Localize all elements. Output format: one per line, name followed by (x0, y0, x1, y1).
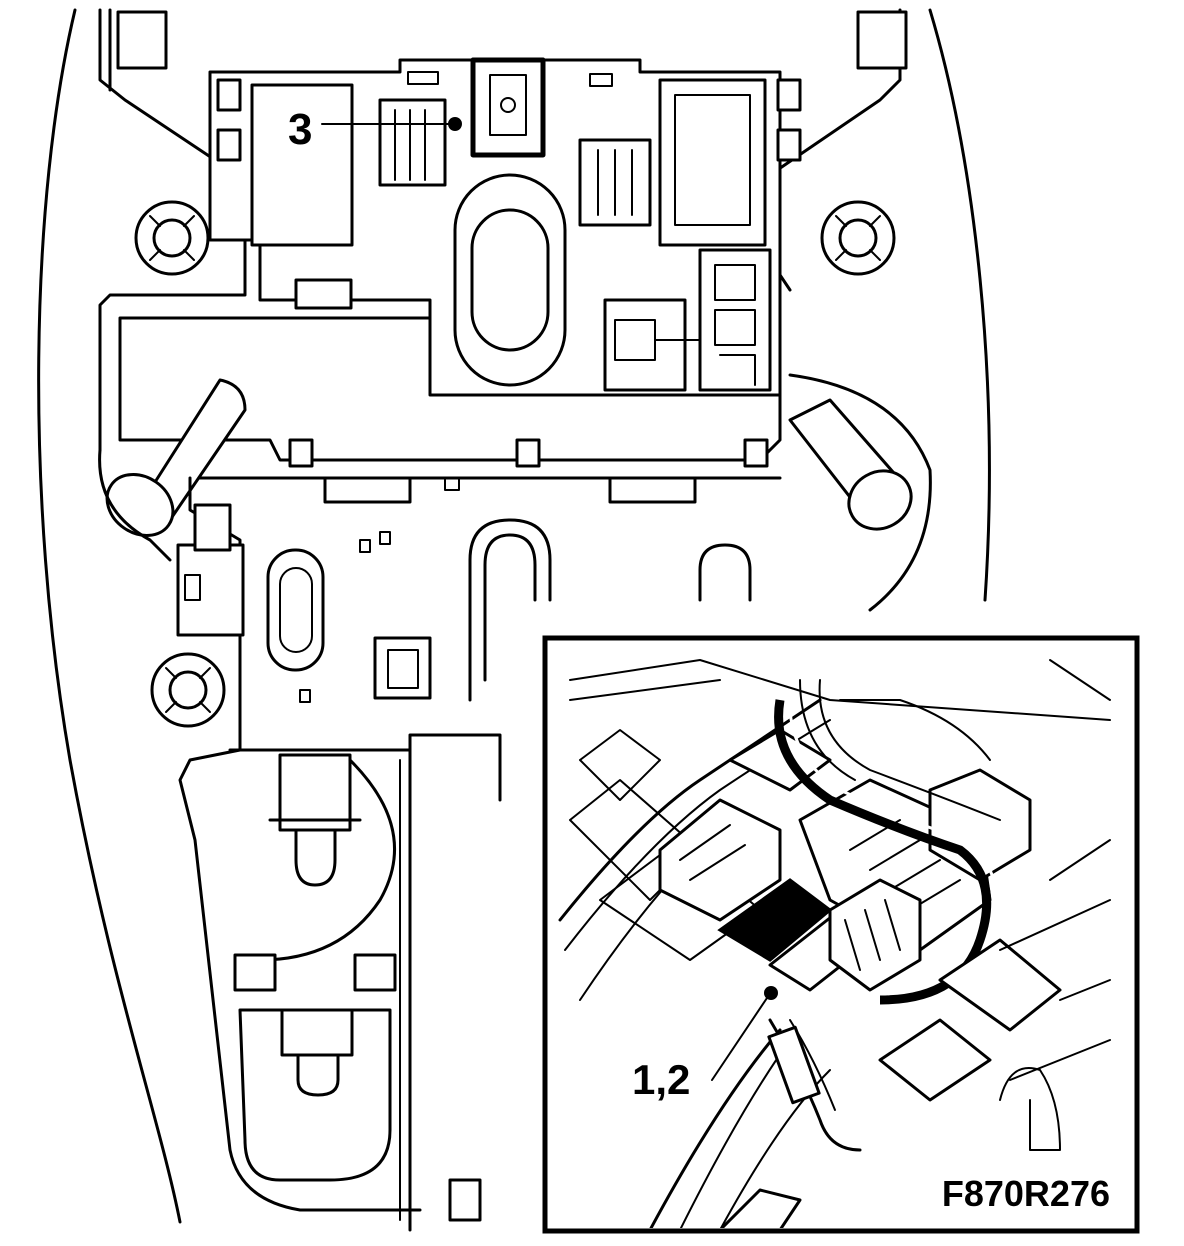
connector-closeup (558, 659, 1111, 1228)
lower-housing (176, 476, 752, 1232)
callout-1-2: 1,2 (632, 986, 778, 1103)
inset-detail: 1,2 F870R276 (542, 635, 1140, 1234)
screw-boss-lower-left (150, 652, 226, 728)
callout-3: 3 (288, 105, 462, 154)
lamp-tube-left (98, 378, 247, 562)
console-housing: 3 (37, 8, 991, 1232)
callout-1-2-label: 1,2 (632, 1056, 690, 1103)
screw-boss-upper-right (820, 200, 896, 276)
lamp-tube-right (788, 373, 932, 612)
callout-3-label: 3 (288, 105, 312, 154)
mounting-rail (118, 316, 782, 504)
screw-boss-upper-left (134, 200, 210, 276)
figure-code: F870R276 (942, 1173, 1110, 1214)
control-unit (208, 57, 802, 397)
bulb-upper (258, 753, 396, 962)
bulb-lower (238, 1008, 392, 1182)
